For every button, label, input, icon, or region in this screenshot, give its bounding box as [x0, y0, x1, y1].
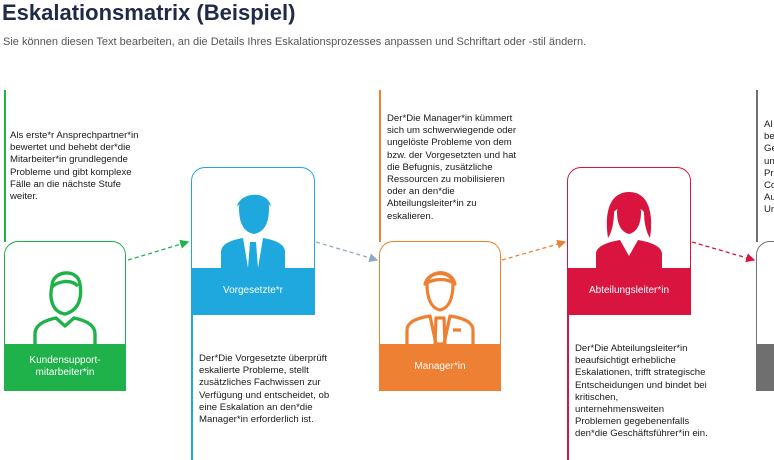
manager-outline-icon: [405, 271, 475, 344]
level4-description: Der*Die Abteilungsleiter*in beaufsichtig…: [575, 343, 708, 440]
arrow-level2-to-level3: [315, 241, 379, 263]
arrow-level3-to-level4: [501, 239, 567, 261]
page-title: Eskalationsmatrix (Beispiel): [2, 0, 296, 25]
level1-role-label: Kundensupport- mitarbeiter*in: [5, 344, 125, 390]
male-person-outline-icon: [33, 271, 97, 344]
level4-card: Abteilungsleiter*in: [567, 167, 691, 315]
level2-card: Vorgesetzte*r: [191, 167, 315, 315]
level1-line: [4, 90, 6, 242]
level3-card: Manager*in: [379, 241, 501, 391]
level5-card: [756, 241, 774, 391]
level3-description: Der*Die Manager*in kümmert sich um schwe…: [387, 113, 517, 222]
level1-card: Kundensupport- mitarbeiter*in: [4, 241, 126, 391]
businessman-icon: [221, 194, 285, 268]
level2-role-label: Vorgesetzte*r: [192, 268, 314, 314]
level4-line: [567, 314, 569, 460]
level3-line: [379, 90, 381, 242]
level5-line: [756, 90, 758, 242]
level3-role-label: Manager*in: [380, 344, 500, 390]
level1-description: Als erste*r Ansprechpartner*in bewertet …: [10, 130, 139, 203]
businesswoman-icon: [596, 192, 662, 268]
level4-role-label: Abteilungsleiter*in: [568, 268, 690, 314]
level5-description: Al be Ge un Pr Co Au Un: [764, 119, 774, 216]
level2-line: [191, 314, 193, 460]
arrow-level1-to-level2: [127, 239, 190, 261]
level5-role-label: [757, 344, 774, 390]
page-subtitle: Sie können diesen Text bearbeiten, an di…: [3, 36, 587, 48]
arrow-level4-to-level5: [691, 241, 756, 263]
level2-description: Der*Die Vorgesetzte überprüft eskalierte…: [199, 353, 330, 426]
